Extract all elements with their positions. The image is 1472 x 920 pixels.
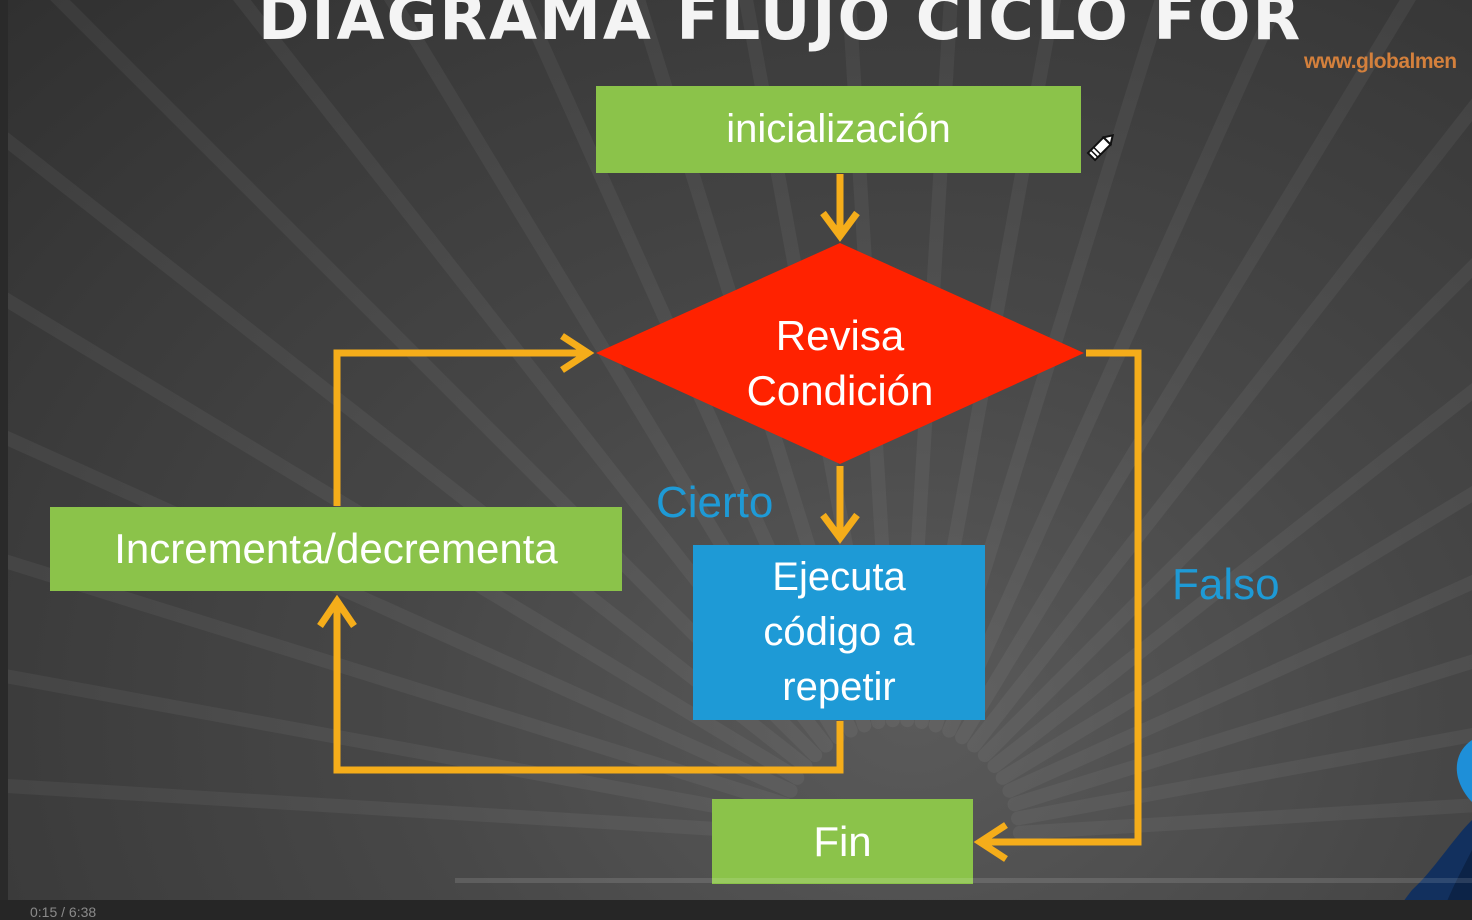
execute-label-line-1: Ejecuta [772,555,906,599]
arrow-execute-to-increment [333,600,844,774]
init-node: inicialización [596,86,1081,173]
increment-node: Incrementa/decrementa [50,507,622,591]
arrow-condition-to-fin [980,349,1142,846]
background-ray [977,258,1472,763]
arrowhead-condition-to-fin [973,822,1008,862]
end-node: Fin [712,799,973,884]
video-control-bar [0,900,1472,920]
background-ray [0,287,805,785]
execute-label-line-2: código a [763,610,915,654]
pencil-cursor-icon [1086,133,1115,162]
background-ray [987,382,1472,773]
presenter-silhouette [1392,740,1472,920]
false-edge-label: Falso [1172,560,1280,609]
init-node-label: inicialización [726,107,951,151]
arrowhead-init-to-condition [820,210,860,242]
arrowhead-increment-to-condition [560,333,595,373]
background-ray [1002,574,1472,798]
background-ray [0,552,793,812]
left-edge [0,0,8,920]
background-ray [928,0,1170,733]
condition-label-line-1: Revisa [775,312,905,359]
background-ray [942,0,1286,738]
video-progress-track[interactable] [455,878,1472,883]
background-ray [1007,654,1472,812]
increment-node-label: Incrementa/decrementa [114,525,558,572]
arrowhead-condition-to-execute [820,512,860,544]
background-ray [967,98,1472,753]
background-ray [1011,728,1472,826]
watermark: www.globalmen [1304,50,1457,73]
arrow-increment-to-condition [333,349,588,506]
background-ray [0,667,789,826]
true-edge-label: Cierto [656,478,774,527]
execute-node: Ejecuta código a repetir [693,545,985,720]
background-ray [955,0,1416,745]
background-ray [0,126,813,773]
background-ray [50,0,823,763]
video-timecode: 0:15 / 6:38 [30,904,97,920]
end-node-label: Fin [813,817,872,865]
background-ray [995,486,1472,785]
decision-diamond [596,243,1084,464]
execute-label-line-3: repetir [782,665,896,709]
condition-node-label: Revisa Condición [690,308,990,418]
background-ray [0,778,788,840]
condition-label-line-2: Condición [746,367,934,414]
background-ray [1012,798,1472,840]
page-title: DIAGRAMA FLUJO CICLO FOR [258,0,1303,54]
arrowhead-execute-to-increment [317,594,357,628]
